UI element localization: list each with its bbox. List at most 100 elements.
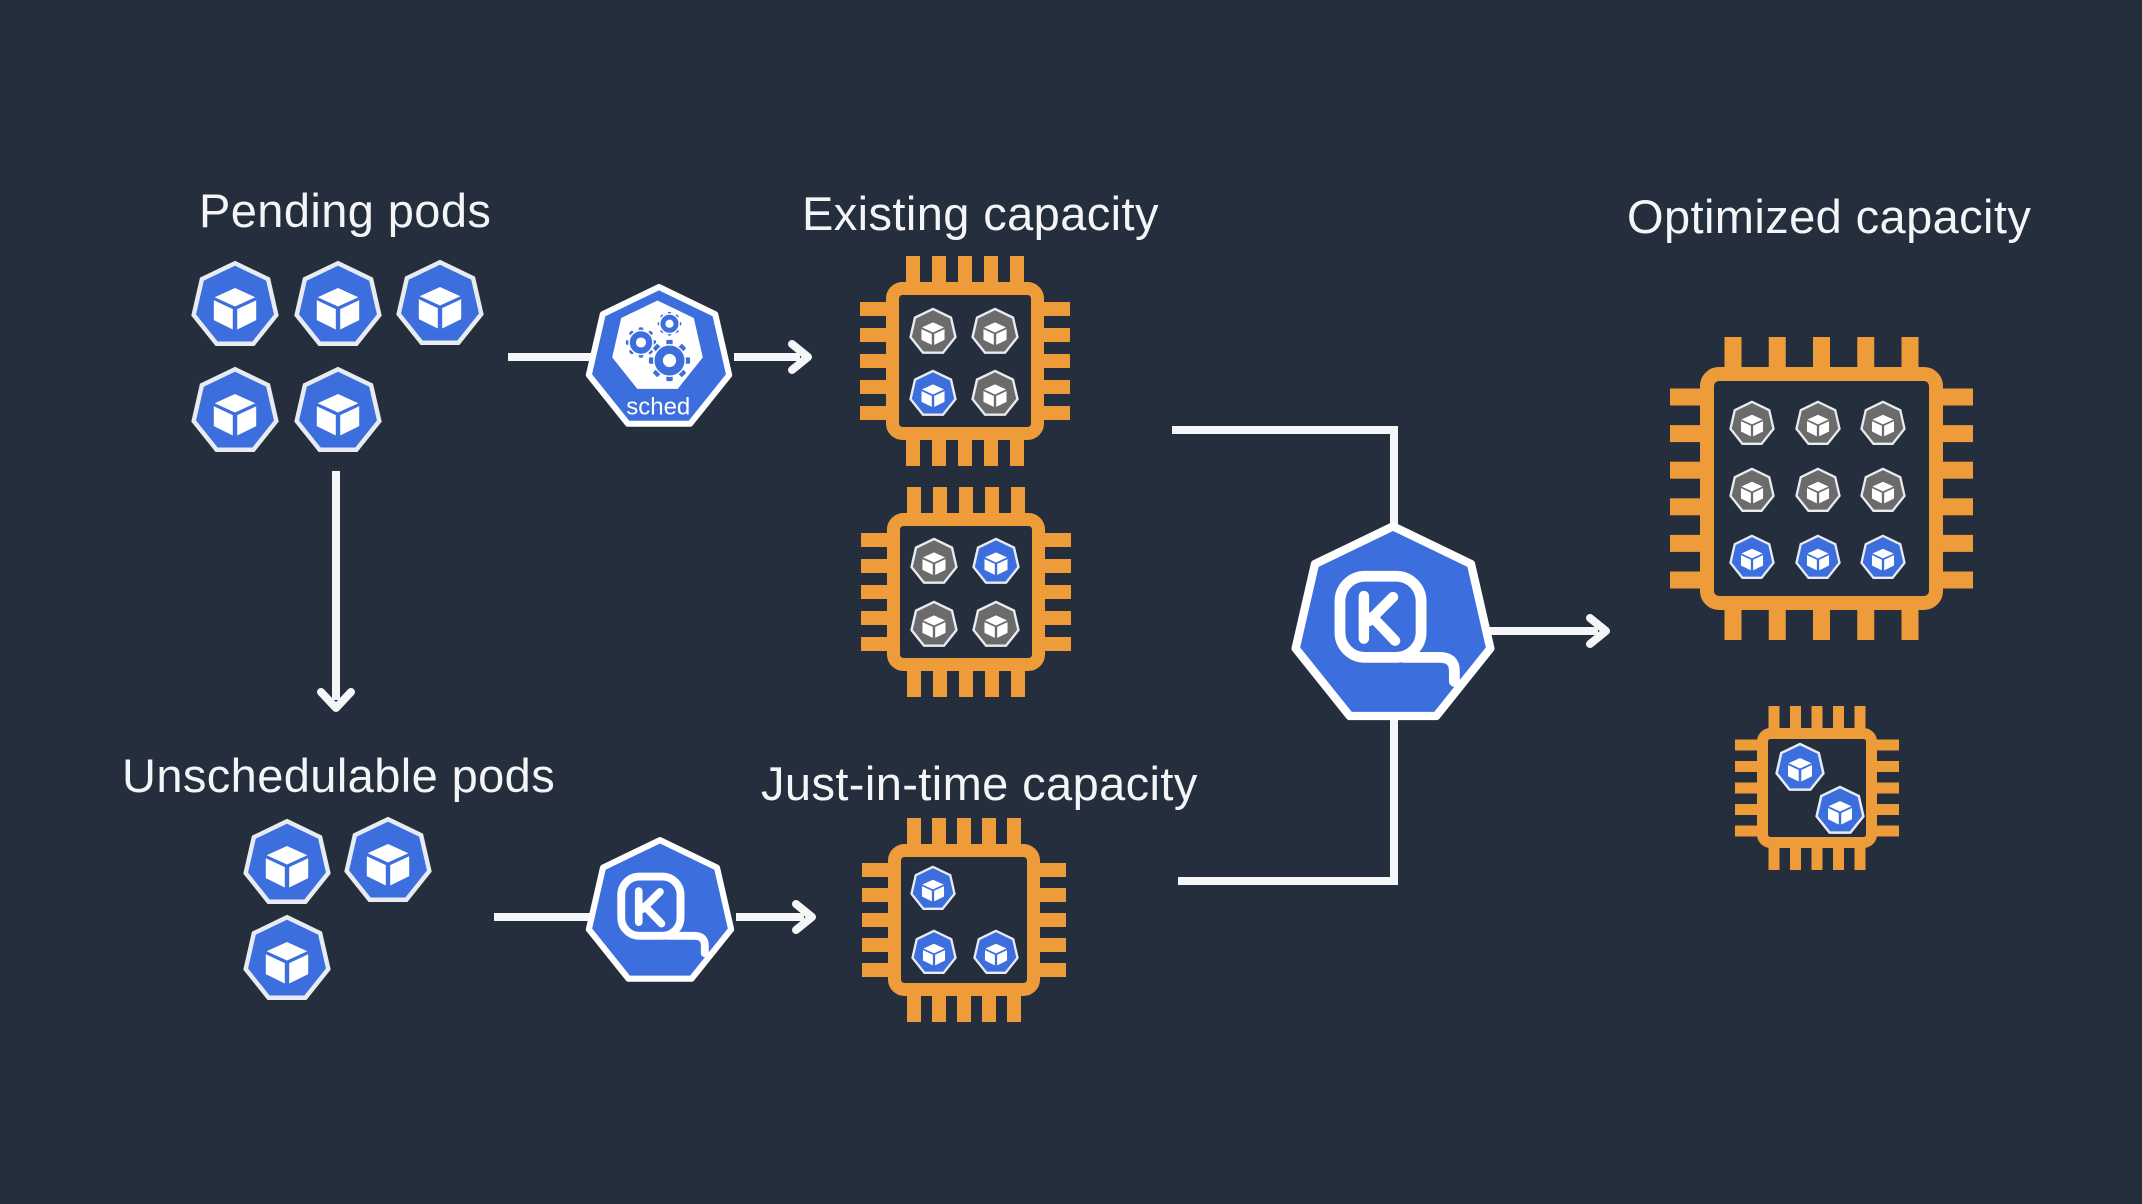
pod-icon <box>1860 467 1906 512</box>
chip-pin <box>932 818 946 850</box>
pod-icon <box>1795 400 1841 445</box>
chip-pin <box>860 328 892 342</box>
karpenter-icon-small <box>585 837 735 982</box>
chip-pin <box>862 913 894 927</box>
pod-icon <box>972 537 1020 584</box>
chip-pin <box>906 434 920 466</box>
arrow-karpenter-to-jit-head <box>792 900 816 934</box>
chip-pin <box>982 818 996 850</box>
chip-pin <box>1937 425 1973 443</box>
chip-body <box>1757 728 1877 848</box>
chip-pin <box>1854 842 1866 870</box>
chip-pin <box>861 585 893 599</box>
pod-icon <box>910 600 958 647</box>
pod <box>243 914 331 1000</box>
chip-pin <box>1038 328 1070 342</box>
chip-pin <box>957 990 971 1022</box>
chip-pin <box>860 406 892 420</box>
chip-pin <box>907 818 921 850</box>
chip-pin <box>1871 825 1899 837</box>
chip-pin <box>1670 498 1706 516</box>
chip-pin <box>1768 337 1786 373</box>
chip-pin <box>1038 380 1070 394</box>
pod-icon <box>1775 742 1825 791</box>
pod <box>191 366 279 452</box>
jit-capacity-title: Just-in-time capacity <box>761 757 1198 810</box>
chip-pin <box>1735 782 1763 794</box>
chip-pin <box>932 256 946 288</box>
chip-pin <box>1038 354 1070 368</box>
chip-pin <box>932 990 946 1022</box>
pod-icon <box>1815 785 1865 834</box>
arrow-scheduler-to-existing-head <box>788 340 812 374</box>
chip-pin <box>984 434 998 466</box>
karpenter-k-glyph <box>634 887 666 928</box>
pod-icon <box>911 929 957 974</box>
chip-pin <box>860 380 892 394</box>
chip-pin <box>1901 337 1919 373</box>
chip-pin <box>1038 406 1070 420</box>
pod-icon <box>344 816 432 902</box>
chip-pin <box>1833 706 1844 734</box>
chip-pin <box>1790 842 1801 870</box>
chip-pin <box>933 665 947 697</box>
chip-pin <box>1034 863 1066 877</box>
pod <box>396 259 484 345</box>
chip-pin <box>1871 739 1899 751</box>
pod-icon <box>971 369 1019 416</box>
chip-pin <box>1670 388 1706 406</box>
chip-pin <box>860 302 892 316</box>
chip-pin <box>1670 534 1706 552</box>
chip-optimized-large <box>1670 337 1973 640</box>
chip-pin <box>1768 842 1780 870</box>
chip-pin <box>862 963 894 977</box>
pod-icon <box>1860 400 1906 445</box>
chip-pin <box>1790 706 1801 734</box>
chip-pin <box>1670 571 1706 589</box>
pod-icon <box>909 369 957 416</box>
chip-pin <box>1768 604 1786 640</box>
chip-pin <box>1039 585 1071 599</box>
chip-pin <box>1871 782 1899 794</box>
chip-pin <box>1034 963 1066 977</box>
existing-capacity-title: Existing capacity <box>802 187 1159 240</box>
chip-pin <box>1670 425 1706 443</box>
chip-existing-1 <box>860 256 1070 466</box>
chip-existing-2 <box>861 487 1071 697</box>
chip-pin <box>907 487 921 519</box>
pod-icon <box>191 366 279 452</box>
chip-jit <box>862 818 1066 1022</box>
pod-icon <box>1795 467 1841 512</box>
chip-pin <box>907 665 921 697</box>
chip-pin <box>1768 706 1780 734</box>
chip-pin <box>862 888 894 902</box>
chip-pin <box>933 487 947 519</box>
chip-pin <box>959 487 973 519</box>
scheduler-icon: sched <box>585 284 733 427</box>
chip-pin <box>1735 804 1763 815</box>
chip-pin <box>1813 604 1830 640</box>
chip-pin <box>1010 256 1024 288</box>
chip-pin <box>984 256 998 288</box>
chip-pin <box>861 637 893 651</box>
chip-pin <box>985 487 999 519</box>
chip-pin <box>1811 706 1823 734</box>
optimized-capacity-title: Optimized capacity <box>1627 190 2032 243</box>
chip-pin <box>1724 604 1742 640</box>
pod-icon <box>1795 534 1841 579</box>
chip-pin <box>985 665 999 697</box>
pod <box>243 818 331 904</box>
pod <box>191 260 279 346</box>
pod-icon <box>973 929 1019 974</box>
chip-pin <box>1937 461 1973 479</box>
chip-pin <box>862 863 894 877</box>
chip-pin <box>1811 842 1823 870</box>
chip-pin <box>861 533 893 547</box>
chip-pin <box>1007 818 1021 850</box>
chip-pin <box>1854 706 1866 734</box>
pod-icon <box>971 307 1019 354</box>
